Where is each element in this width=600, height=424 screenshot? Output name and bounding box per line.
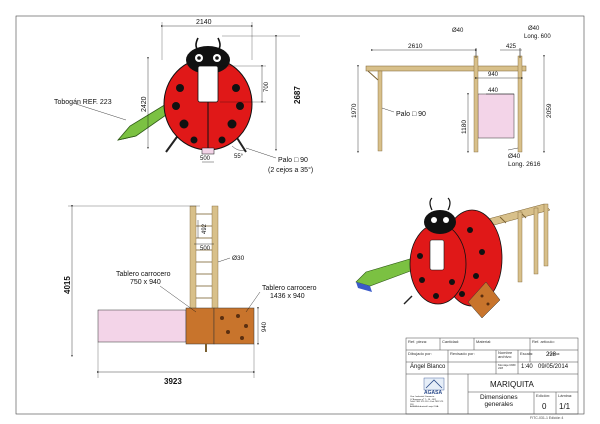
- isometric-view: [355, 197, 551, 319]
- window-opening: [197, 65, 219, 103]
- dim-side-1180: 1180: [461, 120, 468, 134]
- front-view: 2140 2420 2687 700 500 55° Tobogán REF. …: [54, 19, 313, 174]
- title-block-grid: [405, 337, 579, 415]
- tb-material-label: Material:: [476, 339, 492, 344]
- dim-top-d30: Ø30: [232, 255, 245, 262]
- dim-base-width: 500: [200, 156, 211, 162]
- dim-front-body-height: 2420: [141, 96, 148, 112]
- dim-top-492: 492: [202, 223, 208, 234]
- ladybug-head: [186, 46, 230, 74]
- dim-top-3923: 3923: [164, 377, 182, 386]
- label-slide: Tobogán REF. 223: [54, 99, 112, 106]
- tb-subtitle: Dimensiones generales: [480, 394, 518, 408]
- tb-nombre: Montaje RMF 228: [498, 363, 517, 370]
- dim-side-2059: 2059: [546, 103, 553, 118]
- tb-lamina: 1/1: [559, 402, 571, 411]
- dim-side-long600: Long. 600: [524, 34, 551, 40]
- tb-ref-articulo: 228: [546, 352, 557, 358]
- tb-escala: 1:40: [521, 364, 533, 370]
- tb-logo: AGASA: [424, 390, 443, 396]
- tb-title: MARIQUITA: [490, 380, 534, 389]
- tb-dibujado: Ángel Blanco: [410, 364, 446, 370]
- tb-ref-pieza-label: Ref. pieza:: [408, 339, 428, 344]
- dim-side-940: 940: [488, 72, 499, 78]
- dim-side-425: 425: [506, 44, 517, 50]
- top-pink-slide: [97, 309, 187, 343]
- dim-side-d40-a: Ø40: [452, 28, 464, 34]
- side-beam: [365, 65, 527, 72]
- tb-edicion-label: Edición:: [536, 393, 551, 398]
- dim-angle: 55°: [234, 154, 244, 160]
- dim-front-width: 2140: [196, 19, 212, 26]
- dim-top-4015: 4015: [63, 276, 72, 294]
- ladder-right-rail: [211, 205, 219, 315]
- side-post-right: [517, 55, 523, 153]
- top-view: 4015 3923 492 500 Ø30 940 Tablero carroc…: [63, 204, 317, 386]
- iso-climb-panel: [467, 281, 501, 319]
- label-post-note: (2 cejos a 35°): [268, 166, 313, 174]
- iso-ladybug-head: [424, 210, 456, 234]
- dim-top-940: 940: [262, 321, 268, 332]
- tb-fecha-label: Fecha:: [548, 351, 561, 356]
- dim-side-440: 440: [488, 88, 499, 94]
- label-panel-a: Tablero carrocero: [116, 271, 171, 278]
- side-post-left: [377, 70, 383, 152]
- tb-revisado-label: Revisado por:: [450, 351, 475, 356]
- dim-side-d40-c: Ø40: [508, 153, 521, 160]
- sheet-border: [15, 15, 585, 415]
- dim-window-height: 700: [264, 81, 270, 92]
- tb-ref-articulo-label: Ref. artículo:: [532, 339, 555, 344]
- side-pink-panel: [477, 93, 515, 139]
- tb-nombre-label: Nombre archivo:: [498, 350, 513, 359]
- tb-cantidad-label: Cantidad:: [442, 339, 460, 344]
- ladder-left-rail: [189, 205, 197, 315]
- label-panel-a-size: 750 x 940: [130, 279, 161, 286]
- ladder-rungs: [196, 213, 212, 299]
- dim-side-2610: 2610: [408, 43, 423, 50]
- side-view: 2610 Ø40 Ø40 Long. 600 425 940 440 1970 …: [351, 26, 553, 168]
- label-panel-b-size: 1436 x 940: [270, 293, 305, 300]
- label-post-front: Palo □ 90: [278, 157, 308, 164]
- label-post-side: Palo □ 90: [396, 111, 426, 118]
- dim-side-long2616: Long. 2616: [508, 161, 541, 168]
- agasa-logo-mark: [423, 377, 445, 391]
- tb-edicion: 0: [542, 402, 547, 411]
- top-panel-a: [185, 307, 215, 345]
- dim-front-total-height: 2687: [293, 86, 302, 104]
- dim-top-500: 500: [200, 246, 211, 252]
- tb-fecha: 09/05/2014: [538, 364, 569, 370]
- tb-dibujado-label: Dibujado por:: [408, 351, 432, 356]
- base-post: [201, 147, 215, 155]
- tb-lamina-label: Lámina:: [558, 393, 573, 398]
- label-panel-b: Tablero carrocero: [262, 285, 317, 292]
- dim-side-d40-b: Ø40: [528, 26, 540, 32]
- tb-footer: FITC-031-1 Edición 4: [530, 416, 564, 420]
- dim-side-1970: 1970: [351, 103, 358, 118]
- tb-company: Ctra. Industrial Comercio C/ Bayonne nº …: [410, 396, 444, 409]
- tb-escala-label: Escala:: [520, 351, 534, 356]
